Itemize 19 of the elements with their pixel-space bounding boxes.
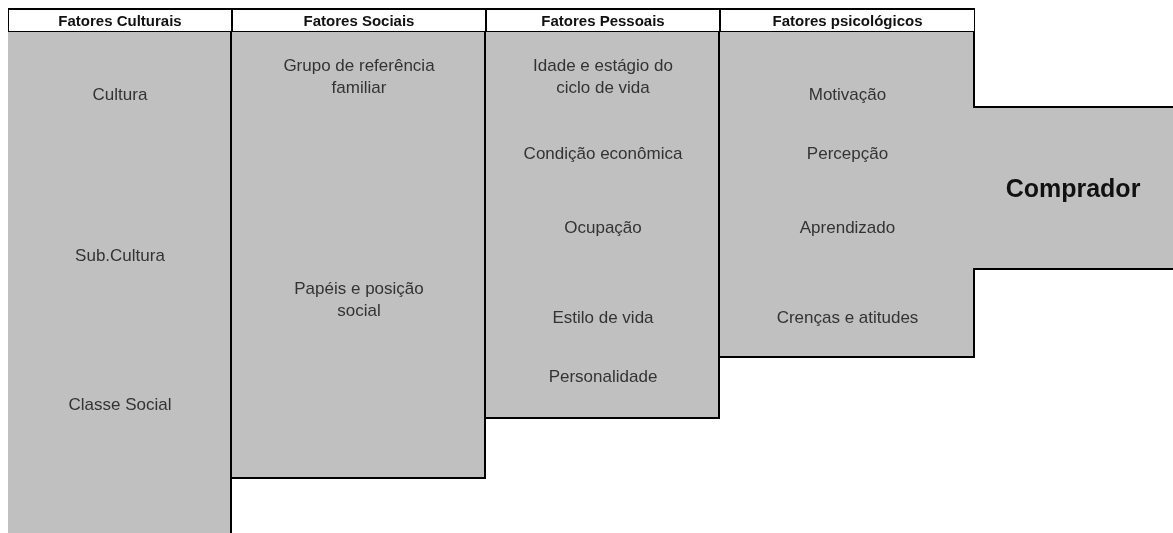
buyer-box: Comprador <box>973 106 1173 270</box>
factor-label: Ocupação <box>563 217 643 239</box>
factor-label: Personalidade <box>547 366 659 388</box>
column-header: Fatores Sociais <box>232 8 486 32</box>
factor-label: Sub.Cultura <box>74 245 166 267</box>
factor-label: Cultura <box>91 84 149 106</box>
column-header: Fatores Pessoais <box>486 8 720 32</box>
factor-label: Papéis e posição social <box>293 278 425 322</box>
factor-label: Condição econômica <box>522 143 684 165</box>
factor-label: Aprendizado <box>798 217 897 239</box>
column-header: Fatores Culturais <box>8 8 232 32</box>
factor-label: Estilo de vida <box>551 307 655 329</box>
factor-label: Grupo de referência familiar <box>282 55 436 99</box>
factor-label: Crenças e atitudes <box>775 307 920 329</box>
factor-label: Idade e estágio do ciclo de vida <box>532 55 674 99</box>
factor-label: Percepção <box>805 143 890 165</box>
factor-label: Motivação <box>807 84 888 106</box>
factor-label: Classe Social <box>67 394 173 416</box>
column-header: Fatores psicológicos <box>720 8 975 32</box>
